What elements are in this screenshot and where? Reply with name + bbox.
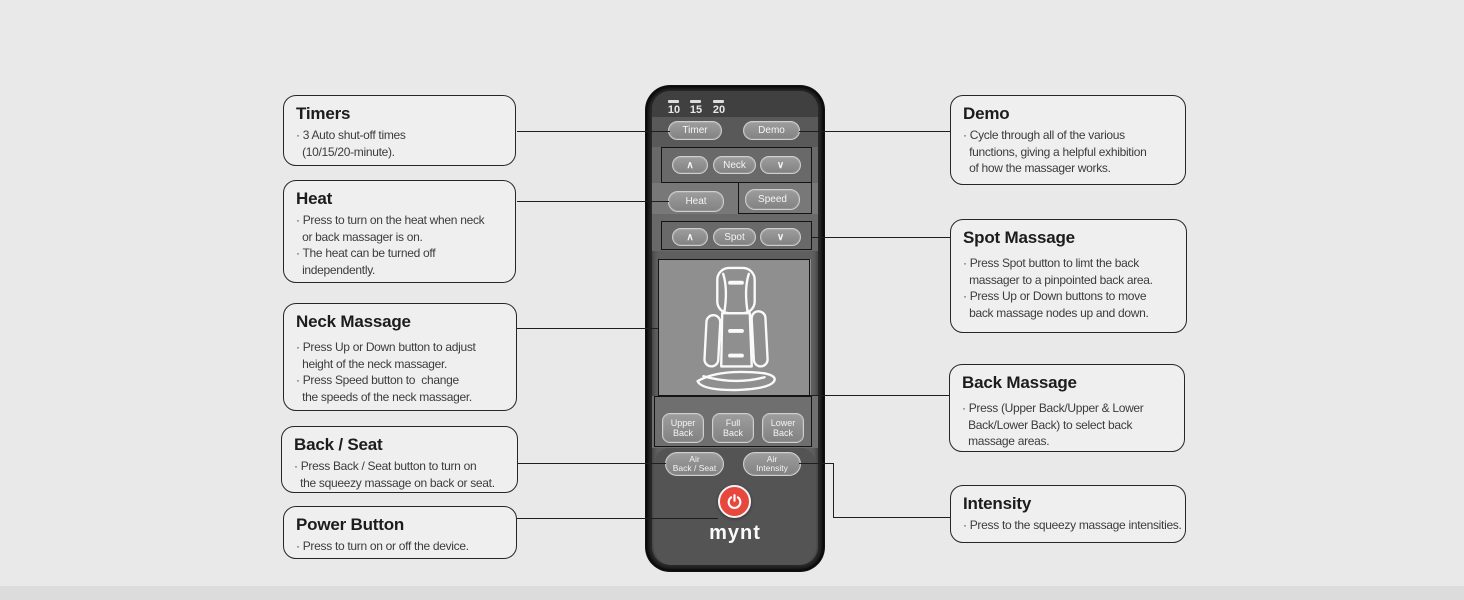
neck-button[interactable]: Neck — [713, 156, 756, 174]
connector-spot-massage — [812, 237, 950, 238]
spot-button[interactable]: Spot — [713, 228, 756, 246]
callout-back-seat-title: Back / Seat — [294, 435, 383, 454]
lower-back-button[interactable]: Lower Back — [762, 413, 804, 443]
callout-power-button-body: · Press to turn on or off the device. — [296, 539, 469, 553]
callout-back-seat: Back / Seat · Press Back / Seat button t… — [281, 426, 518, 493]
neck-down-button[interactable]: ∨ — [760, 156, 801, 174]
callout-timers-body: · 3 Auto shut-off times (10/15/20-minute… — [296, 128, 406, 159]
callout-power-button: Power Button · Press to turn on or off t… — [283, 506, 517, 559]
callout-timers-title: Timers — [296, 104, 351, 123]
callout-spot-massage-title: Spot Massage — [963, 228, 1075, 247]
callout-back-massage-title: Back Massage — [962, 373, 1077, 392]
page-bottom-strip — [0, 586, 1464, 600]
callout-heat-body: · Press to turn on the heat when neck or… — [296, 213, 485, 277]
connector-timers — [517, 131, 670, 132]
timer-led-label-10: 10 — [667, 104, 681, 116]
demo-button[interactable]: Demo — [743, 121, 800, 140]
timer-led-dash-20 — [713, 100, 724, 103]
full-back-button[interactable]: Full Back — [712, 413, 754, 443]
remote-face: 10 15 20 Timer Demo ∧ Neck ∨ Heat Speed … — [652, 91, 818, 565]
timer-led-label-20: 20 — [712, 104, 726, 116]
heat-button[interactable]: Heat — [668, 191, 724, 212]
callout-timers: Timers · 3 Auto shut-off times (10/15/20… — [283, 95, 516, 166]
callout-demo: Demo · Cycle through all of the various … — [950, 95, 1186, 185]
mynt-logo: mynt — [709, 522, 761, 544]
timer-button[interactable]: Timer — [668, 121, 722, 140]
callout-demo-body: · Cycle through all of the various funct… — [963, 128, 1147, 175]
connector-back-seat — [517, 463, 666, 464]
connector-intensity-h1 — [799, 463, 834, 464]
callout-intensity-body: · Press to the squeezy massage intensiti… — [963, 518, 1182, 532]
connector-heat — [517, 201, 669, 202]
callout-intensity: Intensity · Press to the squeezy massage… — [950, 485, 1186, 543]
group-box-speed — [738, 182, 812, 214]
connector-back-massage — [810, 395, 949, 396]
group-box-neck-row — [661, 147, 812, 183]
callout-spot-massage: Spot Massage · Press Spot button to limt… — [950, 219, 1187, 333]
connector-demo — [799, 131, 950, 132]
callout-back-massage-body: · Press (Upper Back/Upper & Lower Back/L… — [962, 401, 1144, 448]
connector-intensity-v — [833, 463, 834, 518]
speed-button[interactable]: Speed — [745, 189, 800, 210]
air-back-seat-button[interactable]: Air Back / Seat — [665, 452, 724, 476]
connector-power — [517, 518, 718, 519]
connector-intensity-h2 — [833, 517, 950, 518]
callout-heat-title: Heat — [296, 189, 333, 208]
timer-indicator-strip — [652, 91, 818, 117]
neck-up-button[interactable]: ∧ — [672, 156, 708, 174]
seat-diagram — [695, 266, 776, 391]
remote-control: 10 15 20 Timer Demo ∧ Neck ∨ Heat Speed … — [646, 86, 824, 571]
callout-demo-title: Demo — [963, 104, 1010, 123]
air-intensity-button[interactable]: Air Intensity — [743, 452, 801, 476]
callout-intensity-title: Intensity — [963, 494, 1032, 513]
group-box-spot-row — [661, 221, 812, 250]
callout-spot-massage-body: · Press Spot button to limt the back mas… — [963, 256, 1153, 320]
spot-up-button[interactable]: ∧ — [672, 228, 708, 246]
spot-down-button[interactable]: ∨ — [760, 228, 801, 246]
callout-neck-massage-title: Neck Massage — [296, 312, 411, 331]
callout-heat: Heat · Press to turn on the heat when ne… — [283, 180, 516, 283]
timer-led-label-15: 15 — [689, 104, 703, 116]
callout-back-seat-body: · Press Back / Seat button to turn on th… — [294, 459, 495, 490]
group-box-seat-display — [658, 259, 810, 396]
timer-led-dash-15 — [690, 100, 701, 103]
group-box-back-buttons — [654, 396, 812, 447]
seat-display — [658, 259, 811, 396]
timer-led-dash-10 — [668, 100, 679, 103]
callout-neck-massage-body: · Press Up or Down button to adjust heig… — [296, 340, 476, 404]
power-icon — [727, 494, 742, 509]
callout-power-button-title: Power Button — [296, 515, 405, 534]
power-button[interactable] — [718, 485, 751, 518]
callout-neck-massage: Neck Massage · Press Up or Down button t… — [283, 303, 517, 411]
callout-back-massage: Back Massage · Press (Upper Back/Upper &… — [949, 364, 1185, 452]
upper-back-button[interactable]: Upper Back — [662, 413, 704, 443]
connector-neck-massage — [517, 328, 659, 329]
